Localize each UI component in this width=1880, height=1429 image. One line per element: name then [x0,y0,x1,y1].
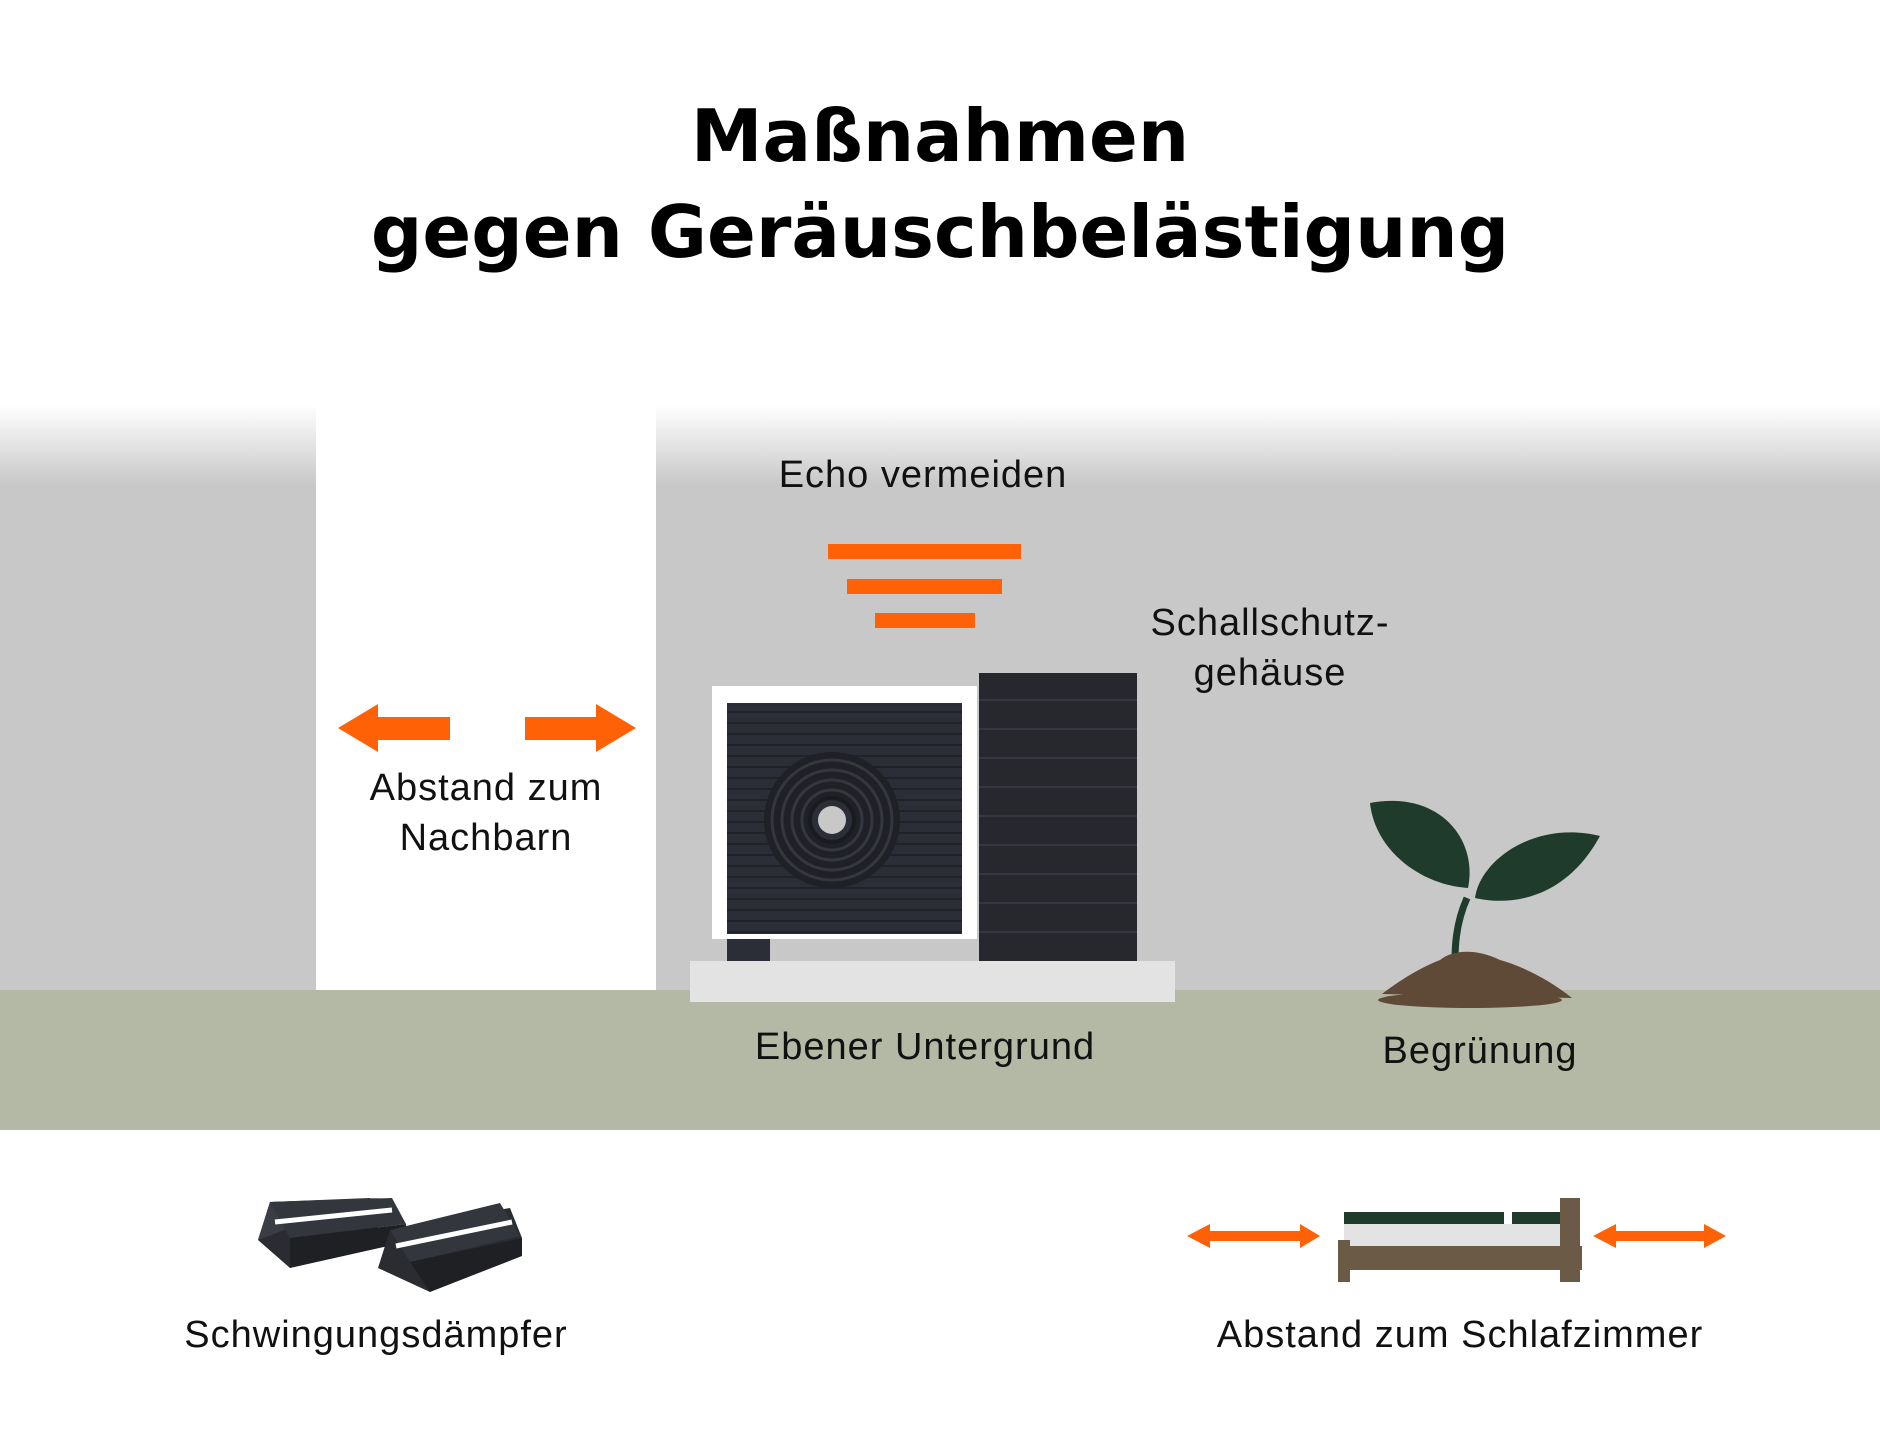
title-line-2: gegen Geräuschbelästigung [370,190,1510,274]
label-echo: Echo vermeiden [778,454,1068,496]
heat-pump-outdoor-unit-icon [690,673,1175,1002]
label-enclosure: Schallschutz- gehäuse [1110,598,1430,698]
label-dampers: Schwingungsdämpfer [184,1314,568,1356]
label-ground: Ebener Untergrund [754,1026,1096,1068]
page-title: Maßnahmen gegen Geräuschbelästigung [0,88,1880,280]
neighbor-gap [316,405,656,990]
label-enclosure-line-1: Schallschutz- [1150,602,1390,644]
vibration-damper-icon [258,1198,522,1292]
label-neighbor-line-1: Abstand zum [369,767,603,809]
label-neighbor-line-2: Nachbarn [399,817,573,859]
concrete-base [690,961,1175,1002]
double-arrow-horizontal-icon [338,704,636,752]
title-line-1: Maßnahmen [690,94,1190,178]
ground-strip [0,990,1880,1130]
bed-icon [1338,1198,1582,1282]
sound-wave-lines-icon [828,544,1021,628]
label-enclosure-line-2: gehäuse [1193,652,1347,694]
label-neighbor-distance: Abstand zum Nachbarn [316,763,656,863]
label-greening: Begrünung [1382,1030,1578,1072]
label-bedroom-distance: Abstand zum Schlafzimmer [1216,1314,1704,1356]
fan-icon [764,752,900,888]
double-arrow-horizontal-icon [1187,1224,1726,1248]
seedling-icon [1370,800,1600,1008]
